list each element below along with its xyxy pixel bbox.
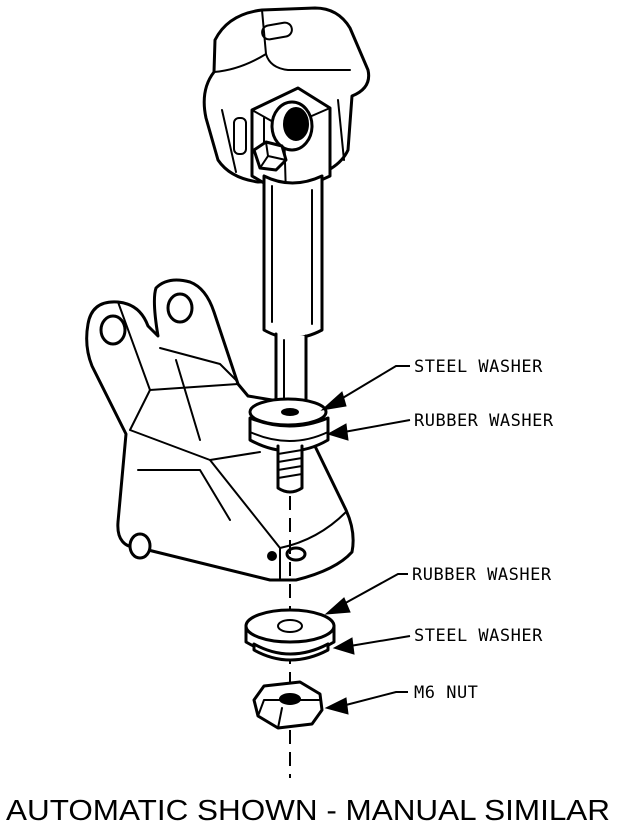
lower-steel-washer (252, 642, 330, 662)
callout-labels: STEEL WASHER RUBBER WASHER RUBBER WASHER… (412, 357, 554, 703)
threaded-stud (276, 444, 304, 494)
m6-nut (252, 680, 324, 730)
diagram-caption: AUTOMATIC SHOWN - MANUAL SIMILAR (6, 795, 610, 827)
arrow-rubber-washer-upper (326, 423, 349, 441)
lower-support-bracket (85, 278, 355, 582)
arrow-m6-nut (324, 697, 349, 715)
upper-rubber-washer (248, 416, 330, 453)
callout-leaders (320, 365, 411, 715)
label-rubber-washer-upper: RUBBER WASHER (414, 411, 554, 431)
clamp-bolt (252, 140, 288, 172)
strut-body (262, 174, 324, 340)
arrow-steel-washer-lower (332, 637, 355, 655)
label-rubber-washer-lower: RUBBER WASHER (412, 565, 552, 585)
lower-rubber-washer (244, 608, 336, 657)
arrow-rubber-washer-lower (324, 597, 351, 615)
arrow-steel-washer-upper (320, 391, 347, 411)
label-steel-washer-lower: STEEL WASHER (414, 626, 543, 646)
label-steel-washer-upper: STEEL WASHER (414, 357, 543, 377)
label-m6-nut: M6 NUT (414, 683, 478, 703)
